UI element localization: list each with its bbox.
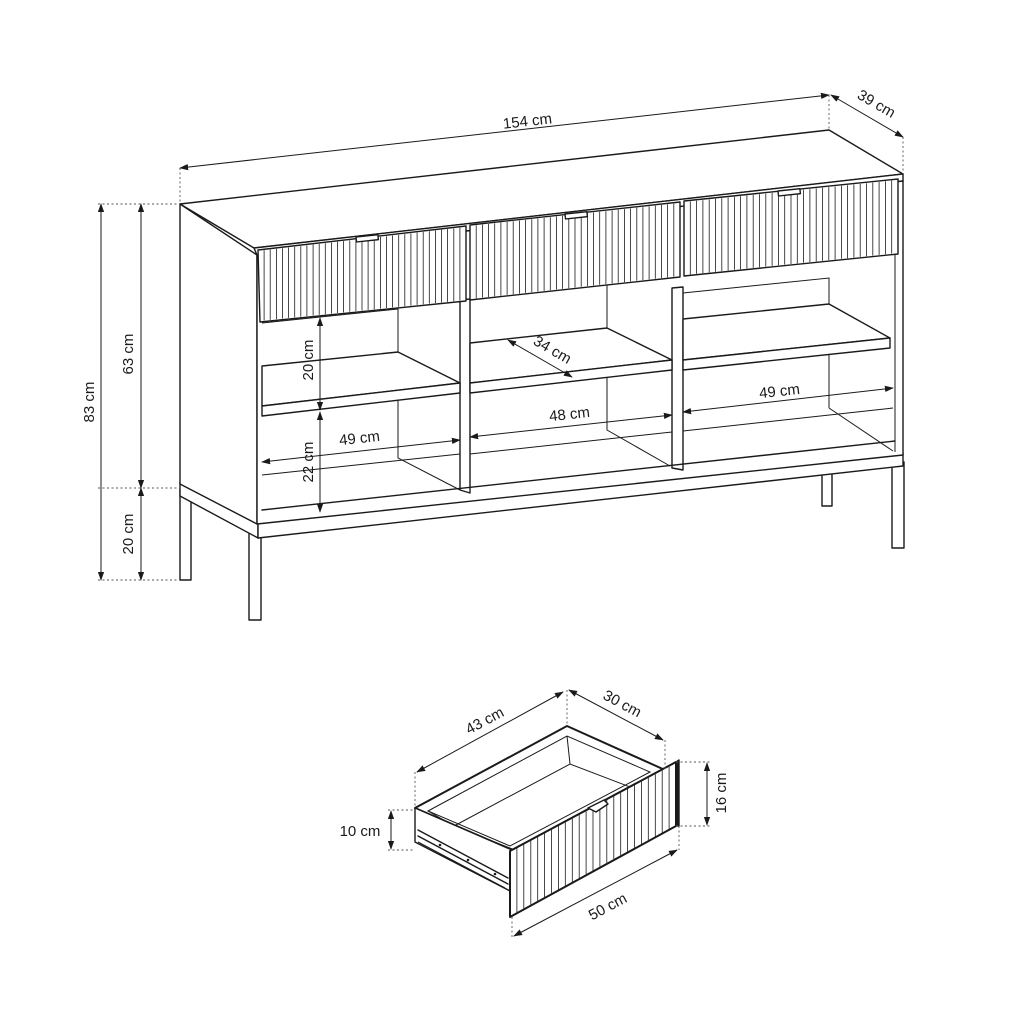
lower-shelf-gap-label: 22 cm bbox=[300, 442, 317, 483]
drawer-handle-icon bbox=[777, 188, 802, 197]
depth-label: 39 cm bbox=[854, 87, 898, 122]
drawer-box-height-label: 10 cm bbox=[340, 823, 381, 840]
middle-compartment-width-label: 48 cm bbox=[548, 404, 590, 425]
total-height-label: 83 cm bbox=[81, 382, 98, 423]
body-height-label: 63 cm bbox=[120, 334, 137, 375]
drawer-inner-depth-label: 30 cm bbox=[600, 687, 644, 721]
sideboard-left-side bbox=[179, 203, 258, 525]
drawer-handle-icon bbox=[587, 799, 609, 813]
left-compartment-width-label: 49 cm bbox=[338, 428, 380, 449]
sideboard-drawing: 154 cm 39 cm 83 cm 63 cm 20 cm 20 cm 22 … bbox=[81, 87, 905, 621]
drawer-drawing: 43 cm 30 cm 16 cm 10 cm 50 cm bbox=[340, 687, 730, 937]
drawer-inner-length-label: 43 cm bbox=[463, 704, 507, 738]
drawer-dimension-lines bbox=[387, 689, 711, 937]
sideboard-dimension-lines bbox=[97, 92, 904, 581]
width-label: 154 cm bbox=[502, 110, 553, 132]
drawer-handle-icon bbox=[355, 234, 380, 243]
upper-shelf-gap-label: 20 cm bbox=[300, 340, 317, 381]
right-compartment-width-label: 49 cm bbox=[758, 381, 800, 402]
drawer-handle-icon bbox=[564, 211, 589, 220]
drawer-front-height-label: 16 cm bbox=[713, 773, 730, 814]
sideboard-drawers bbox=[257, 178, 899, 323]
sideboard-dimension-labels: 154 cm 39 cm 83 cm 63 cm 20 cm 20 cm 22 … bbox=[81, 87, 898, 555]
drawer-box bbox=[414, 725, 666, 893]
sideboard-legs bbox=[179, 461, 905, 621]
leg-height-label: 20 cm bbox=[120, 514, 137, 555]
